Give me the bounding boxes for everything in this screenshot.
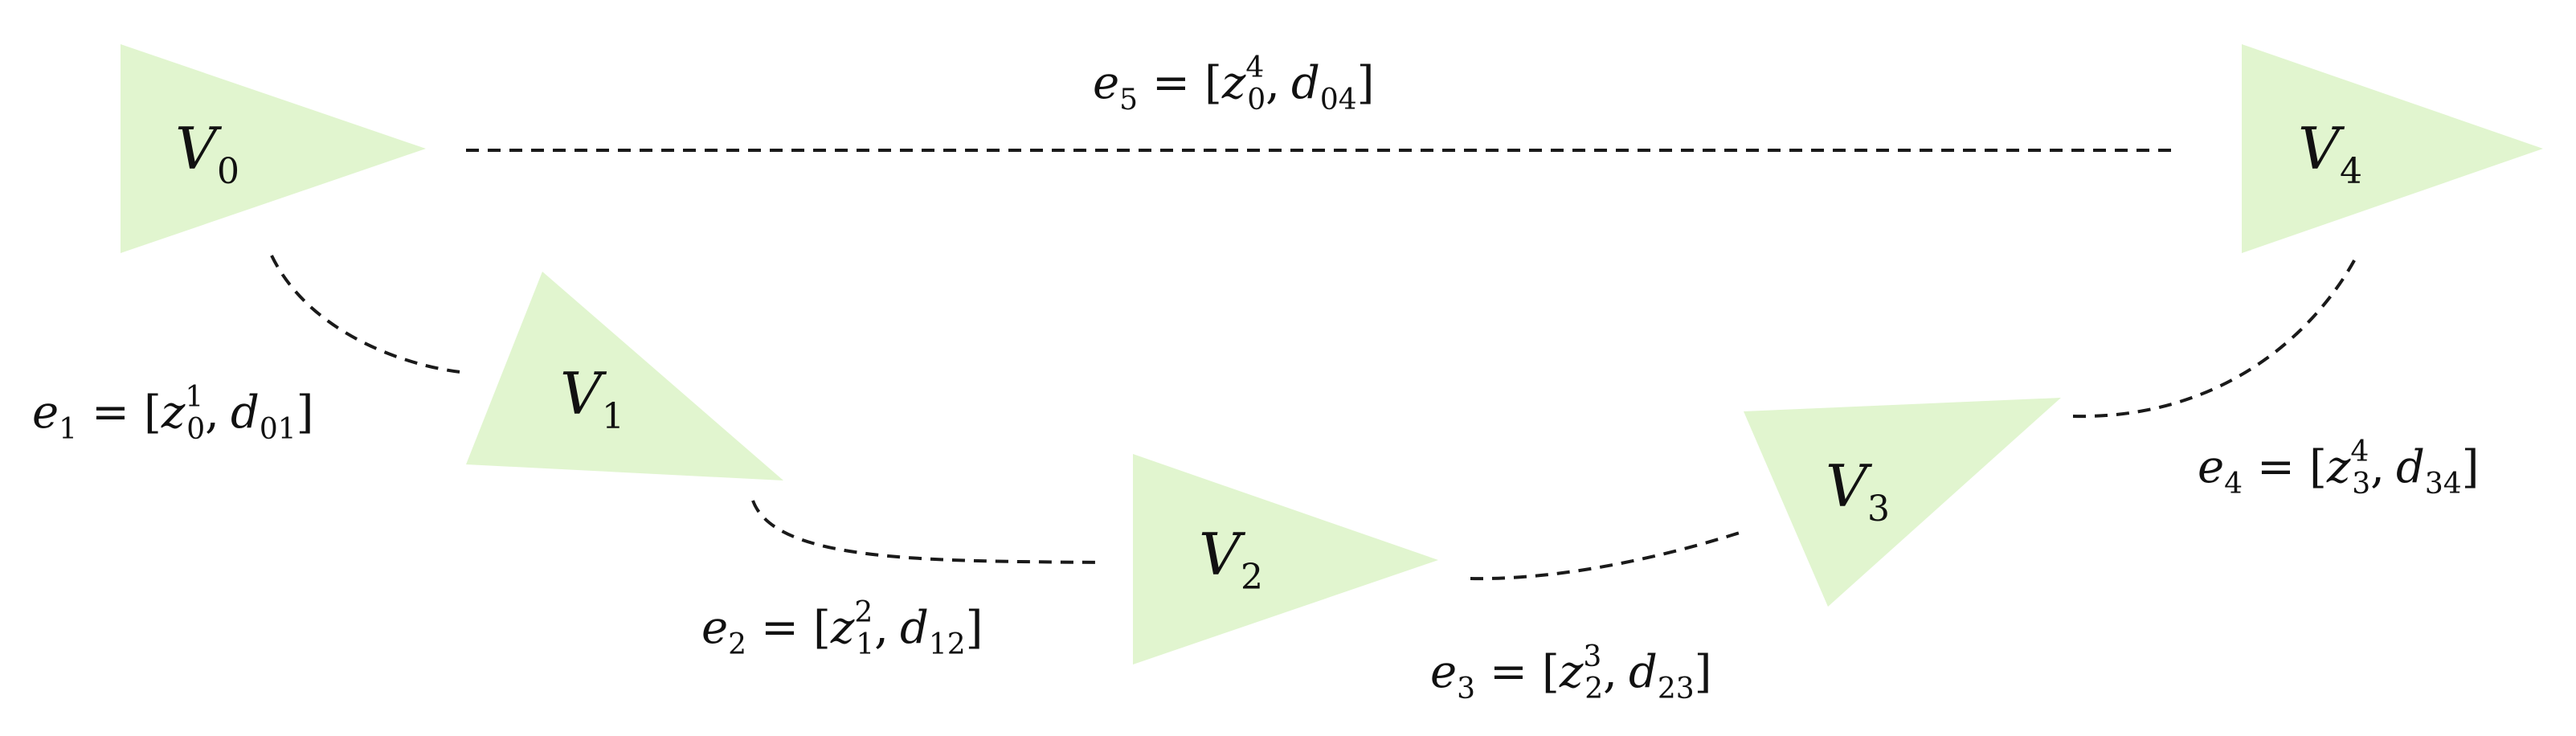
node-v3-label-base: V [1826, 452, 1873, 520]
node-v0-label: V0 [175, 115, 239, 192]
edge-e1-line [270, 255, 461, 374]
node-v3-triangle [1744, 398, 2061, 607]
node-v1-triangle [466, 272, 783, 480]
node-v4-label: V4 [2298, 115, 2362, 192]
edge-e3-line [1470, 531, 1740, 581]
node-v0-label-base: V [175, 115, 223, 182]
node-v1-label: V1 [560, 360, 624, 437]
node-v4-label-base: V [2298, 115, 2345, 182]
node-v4-triangle [2242, 44, 2543, 253]
node-v1-label-base: V [560, 360, 607, 427]
node-v0-label-sub: 0 [217, 151, 239, 192]
node-v0-triangle [121, 44, 426, 253]
node-v2-label-sub: 2 [1241, 557, 1263, 598]
node-v2-label: V2 [1199, 521, 1263, 598]
node-v2-label-base: V [1199, 521, 1246, 588]
edge-e2-line [751, 500, 1102, 564]
node-v3-label-sub: 3 [1867, 489, 1890, 530]
node-v3-label: V3 [1826, 452, 1890, 530]
edge-e4-line [2072, 252, 2360, 419]
node-v4-label-sub: 4 [2340, 151, 2362, 192]
node-v2-triangle [1133, 454, 1438, 664]
node-v1-label-sub: 1 [602, 396, 624, 437]
